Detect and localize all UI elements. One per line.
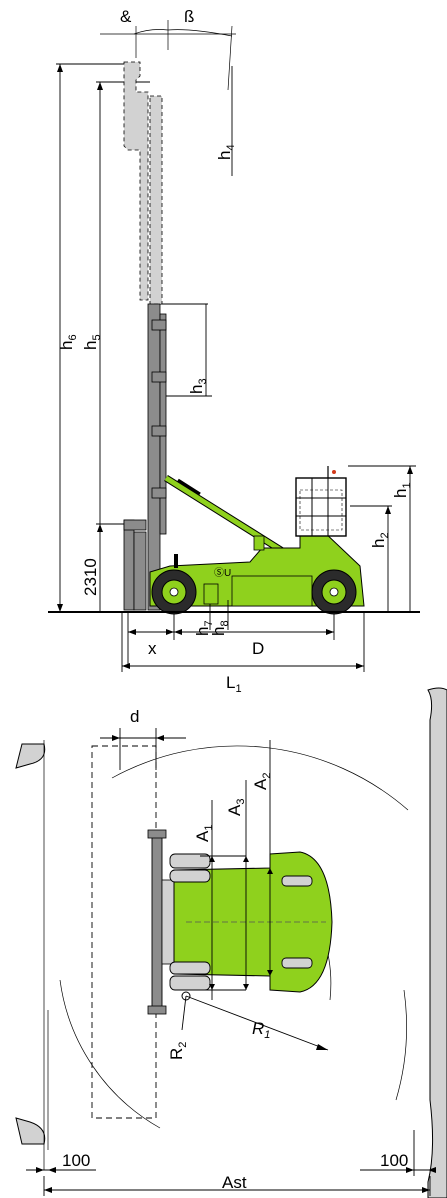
front-wheel xyxy=(151,569,197,615)
A2-label: A2 xyxy=(251,773,273,790)
inner-turning-arc-bottom xyxy=(59,979,161,1129)
fork-spreader xyxy=(133,531,147,611)
A3-label: A3 xyxy=(225,799,247,816)
dim-x-D xyxy=(127,612,335,668)
mast-bracket-4 xyxy=(151,487,167,499)
mast-inner-channel xyxy=(149,95,163,305)
chassis-logo: ⓈU xyxy=(214,567,231,579)
beacon-light xyxy=(332,470,336,474)
mast-inner-rail xyxy=(159,313,167,535)
R1-line xyxy=(185,995,329,1051)
fork-top xyxy=(123,519,147,531)
h3-label: h3 xyxy=(187,378,209,394)
rear-tyre-right xyxy=(281,957,313,969)
d-label: d xyxy=(130,707,139,726)
rear-tyre-left xyxy=(281,875,313,887)
R1-arrow xyxy=(316,1044,328,1050)
mast-bracket-3 xyxy=(151,425,167,437)
h8-label: h8 xyxy=(209,620,231,636)
tilt-arc-forward xyxy=(133,29,169,35)
spreader-bottom-cap xyxy=(147,1005,167,1015)
cabin-frame xyxy=(295,477,347,537)
spreader-top-cap xyxy=(147,829,167,839)
h1-label: h1 xyxy=(391,482,413,498)
dim-h1 xyxy=(348,465,416,612)
mast-extended-section xyxy=(123,61,149,301)
chassis-side-panel xyxy=(231,575,313,607)
R2-line xyxy=(181,995,187,1031)
dim-2310 xyxy=(96,523,128,532)
h5-label: h5 xyxy=(81,334,103,350)
h7-label: h7 xyxy=(193,620,215,636)
front-tyre-left-inner xyxy=(169,869,211,883)
outer-turning-arc xyxy=(111,745,409,811)
h6-label: h6 xyxy=(57,334,79,350)
A1-label: A1 xyxy=(193,825,215,842)
dim-L1 xyxy=(121,612,365,672)
front-tyre-right-inner xyxy=(169,961,211,975)
angle-backward-label: ß xyxy=(184,7,194,26)
truck-top-view xyxy=(147,829,333,1015)
outer-turning-arc-right xyxy=(395,989,407,1101)
fuel-tank xyxy=(203,583,219,605)
carriage-plate xyxy=(161,879,175,965)
fork-carriage xyxy=(123,519,135,611)
fork-height-label: 2310 xyxy=(81,558,100,596)
dim-h2 xyxy=(350,505,392,612)
x-label: x xyxy=(148,639,157,658)
tilt-back-line xyxy=(227,25,233,91)
clearance-right-label: 100 xyxy=(380,1151,408,1170)
R2-label: R2 xyxy=(167,1042,189,1060)
mast-bracket-1 xyxy=(151,319,167,331)
front-tyre-right-outer xyxy=(169,975,211,991)
container-outline xyxy=(91,745,157,1119)
spreader-beam xyxy=(151,831,163,1013)
mast xyxy=(123,61,167,611)
dim-h3 xyxy=(160,303,212,397)
R1-label: R1 xyxy=(252,1019,270,1041)
dim-bottom xyxy=(26,1130,436,1196)
Ast-label: Ast xyxy=(222,1173,247,1192)
mast-outer-rail xyxy=(147,303,161,611)
mast-bracket-2 xyxy=(151,371,167,383)
exhaust-stack xyxy=(253,535,265,551)
left-wall-bottom xyxy=(15,1117,46,1145)
tilt-cylinder xyxy=(164,475,286,555)
cabin xyxy=(295,466,347,537)
L1-label: L1 xyxy=(226,673,242,695)
chassis: ⓈU xyxy=(149,529,365,607)
angle-forward-label: & xyxy=(120,7,132,26)
rear-wheel xyxy=(311,569,357,615)
h4-label: h4 xyxy=(215,144,237,160)
dim-A xyxy=(200,740,273,1000)
tilt-arc-backward xyxy=(167,29,233,37)
D-label: D xyxy=(252,639,264,658)
right-wall xyxy=(427,687,447,1198)
clearance-left-label: 100 xyxy=(62,1151,90,1170)
h2-label: h2 xyxy=(369,532,391,548)
tilt-angle-lines xyxy=(100,20,236,91)
front-handle xyxy=(174,554,178,568)
left-wall-top xyxy=(15,743,46,769)
